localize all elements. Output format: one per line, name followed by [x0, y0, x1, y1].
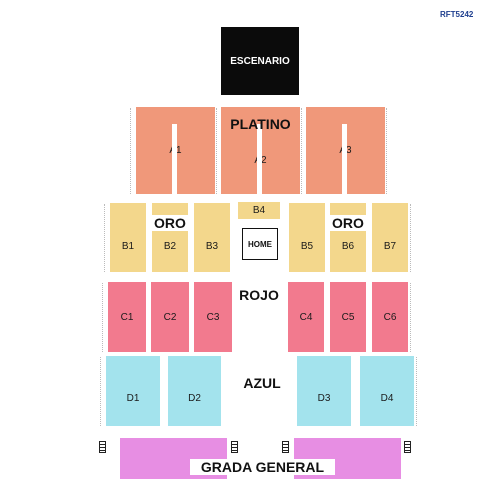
section-d3-label: D3	[317, 392, 331, 404]
section-c2[interactable]: C2	[151, 282, 189, 352]
section-d4-label: D4	[380, 392, 394, 404]
section-c1[interactable]: C1	[108, 282, 146, 352]
zone-label-oro-right: ORO	[326, 215, 370, 231]
section-b4[interactable]: B4	[238, 202, 280, 219]
stairs-icon	[404, 441, 411, 453]
row-markers	[410, 283, 415, 352]
section-d1-label: D1	[126, 392, 140, 404]
section-c2-label: C2	[163, 311, 177, 323]
zone-label-general: GRADA GENERAL	[190, 459, 335, 475]
row-markers	[104, 204, 109, 272]
stairs-icon	[231, 441, 238, 453]
section-b1-label: B1	[121, 241, 135, 252]
section-d3[interactable]: D3	[297, 356, 351, 426]
section-c4-label: C4	[299, 311, 313, 323]
zone-label-oro-left: ORO	[148, 215, 192, 231]
row-markers	[216, 108, 221, 194]
home-area: HOME	[242, 228, 278, 260]
map-reference-code: RFT5242	[440, 10, 474, 19]
section-c3-label: C3	[206, 311, 220, 323]
zone-label-rojo: ROJO	[239, 287, 279, 303]
section-b2[interactable]: B2	[152, 203, 188, 272]
section-c6-label: C6	[383, 311, 397, 323]
aisle-a1	[172, 124, 177, 194]
stairs-icon	[282, 441, 289, 453]
section-b7-label: B7	[383, 241, 397, 252]
aisle-a2	[257, 124, 262, 194]
section-d1[interactable]: D1	[106, 356, 160, 426]
zone-label-azul: AZUL	[243, 375, 281, 391]
section-d2-label: D2	[188, 392, 201, 404]
section-b3-label: B3	[205, 241, 219, 252]
section-c4[interactable]: C4	[288, 282, 324, 352]
stairs-icon	[99, 441, 106, 453]
section-b6[interactable]: B6	[330, 203, 366, 272]
section-d2[interactable]: D2	[168, 356, 221, 426]
section-c5[interactable]: C5	[330, 282, 366, 352]
zone-label-platino: PLATINO	[230, 116, 291, 132]
row-markers	[416, 357, 421, 426]
row-markers	[100, 357, 105, 426]
section-b2-label: B2	[163, 241, 177, 252]
section-b3[interactable]: B3	[194, 203, 230, 272]
section-b4-label: B4	[252, 205, 266, 216]
stage: ESCENARIO	[221, 27, 299, 95]
section-b6-label: B6	[341, 241, 355, 252]
row-markers	[386, 108, 391, 194]
section-c1-label: C1	[120, 311, 134, 323]
section-c3[interactable]: C3	[194, 282, 232, 352]
section-b5-label: B5	[300, 241, 314, 252]
row-markers	[130, 108, 135, 194]
section-b1[interactable]: B1	[110, 203, 146, 272]
section-b5[interactable]: B5	[289, 203, 325, 272]
section-c6[interactable]: C6	[372, 282, 408, 352]
aisle-a3	[342, 124, 347, 194]
section-c5-label: C5	[341, 311, 355, 323]
section-d4[interactable]: D4	[360, 356, 414, 426]
row-markers	[102, 283, 107, 352]
row-markers	[301, 108, 306, 194]
row-markers	[410, 204, 415, 272]
section-b7[interactable]: B7	[372, 203, 408, 272]
